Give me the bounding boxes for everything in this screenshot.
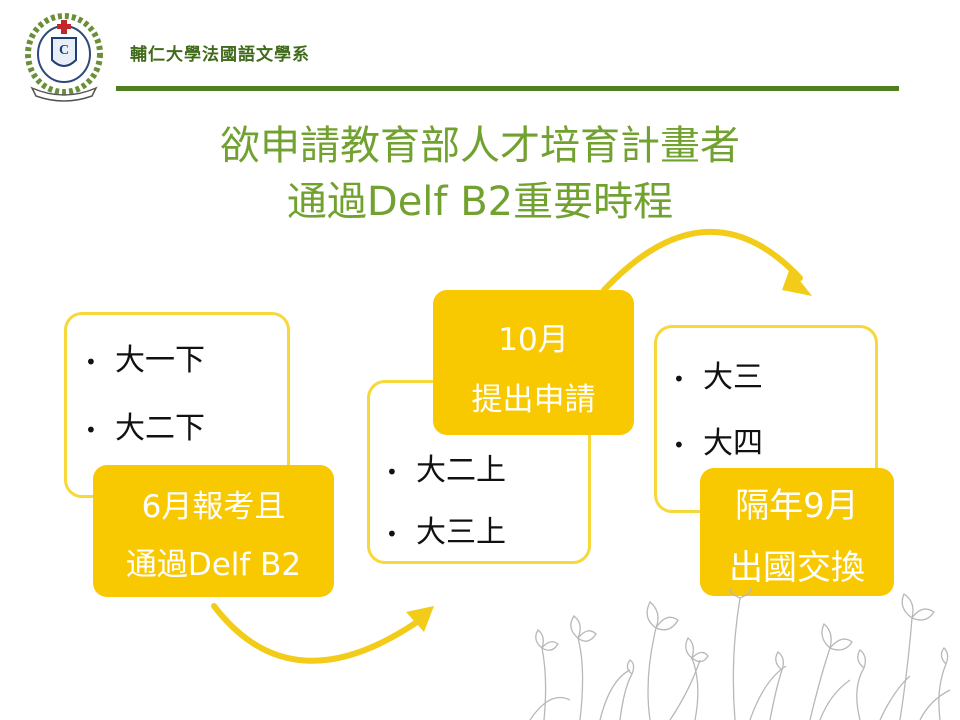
slide-title-line1: 欲申請教育部人才培育計畫者 [220,123,740,169]
label-line: 提出申請 [471,382,596,418]
slide-title-line2: 通過Delf B2重要時程 [286,179,674,225]
university-seal-icon: C [25,13,103,102]
bullet-dot-icon: • [85,417,97,442]
department-name: 輔仁大學法國語文學系 [130,45,310,65]
bullet-dot-icon: • [386,459,398,484]
iris-flowers-decoration [529,588,951,720]
arrowhead-icon [406,606,434,632]
list-item: •大二下 [85,411,205,446]
label-line: 通過Delf B2 [125,547,302,583]
label-line: 出國交換 [729,548,865,588]
list-item: •大三上 [386,515,506,550]
bullet-dot-icon: • [386,521,398,546]
list-item: •大四 [673,426,763,461]
list-item: •大二上 [386,453,506,488]
label-line: 6月報考且 [141,489,286,525]
curved-arrow-icon [601,229,803,293]
arrowhead-icon [782,268,812,296]
timeline-label-2: 10月 提出申請 [433,290,634,435]
label-line: 10月 [498,322,569,358]
list-item: •大一下 [85,343,205,378]
list-item: •大三 [673,360,763,395]
header-divider [116,86,899,91]
bullet-dot-icon: • [673,432,685,457]
label-line: 隔年9月 [735,486,859,526]
bullet-dot-icon: • [673,366,685,391]
timeline-label-1: 6月報考且 通過Delf B2 [93,465,334,597]
curved-arrow-icon [211,603,423,664]
svg-text:C: C [59,43,69,58]
timeline-label-3: 隔年9月 出國交換 [700,468,894,596]
bullet-dot-icon: • [85,349,97,374]
